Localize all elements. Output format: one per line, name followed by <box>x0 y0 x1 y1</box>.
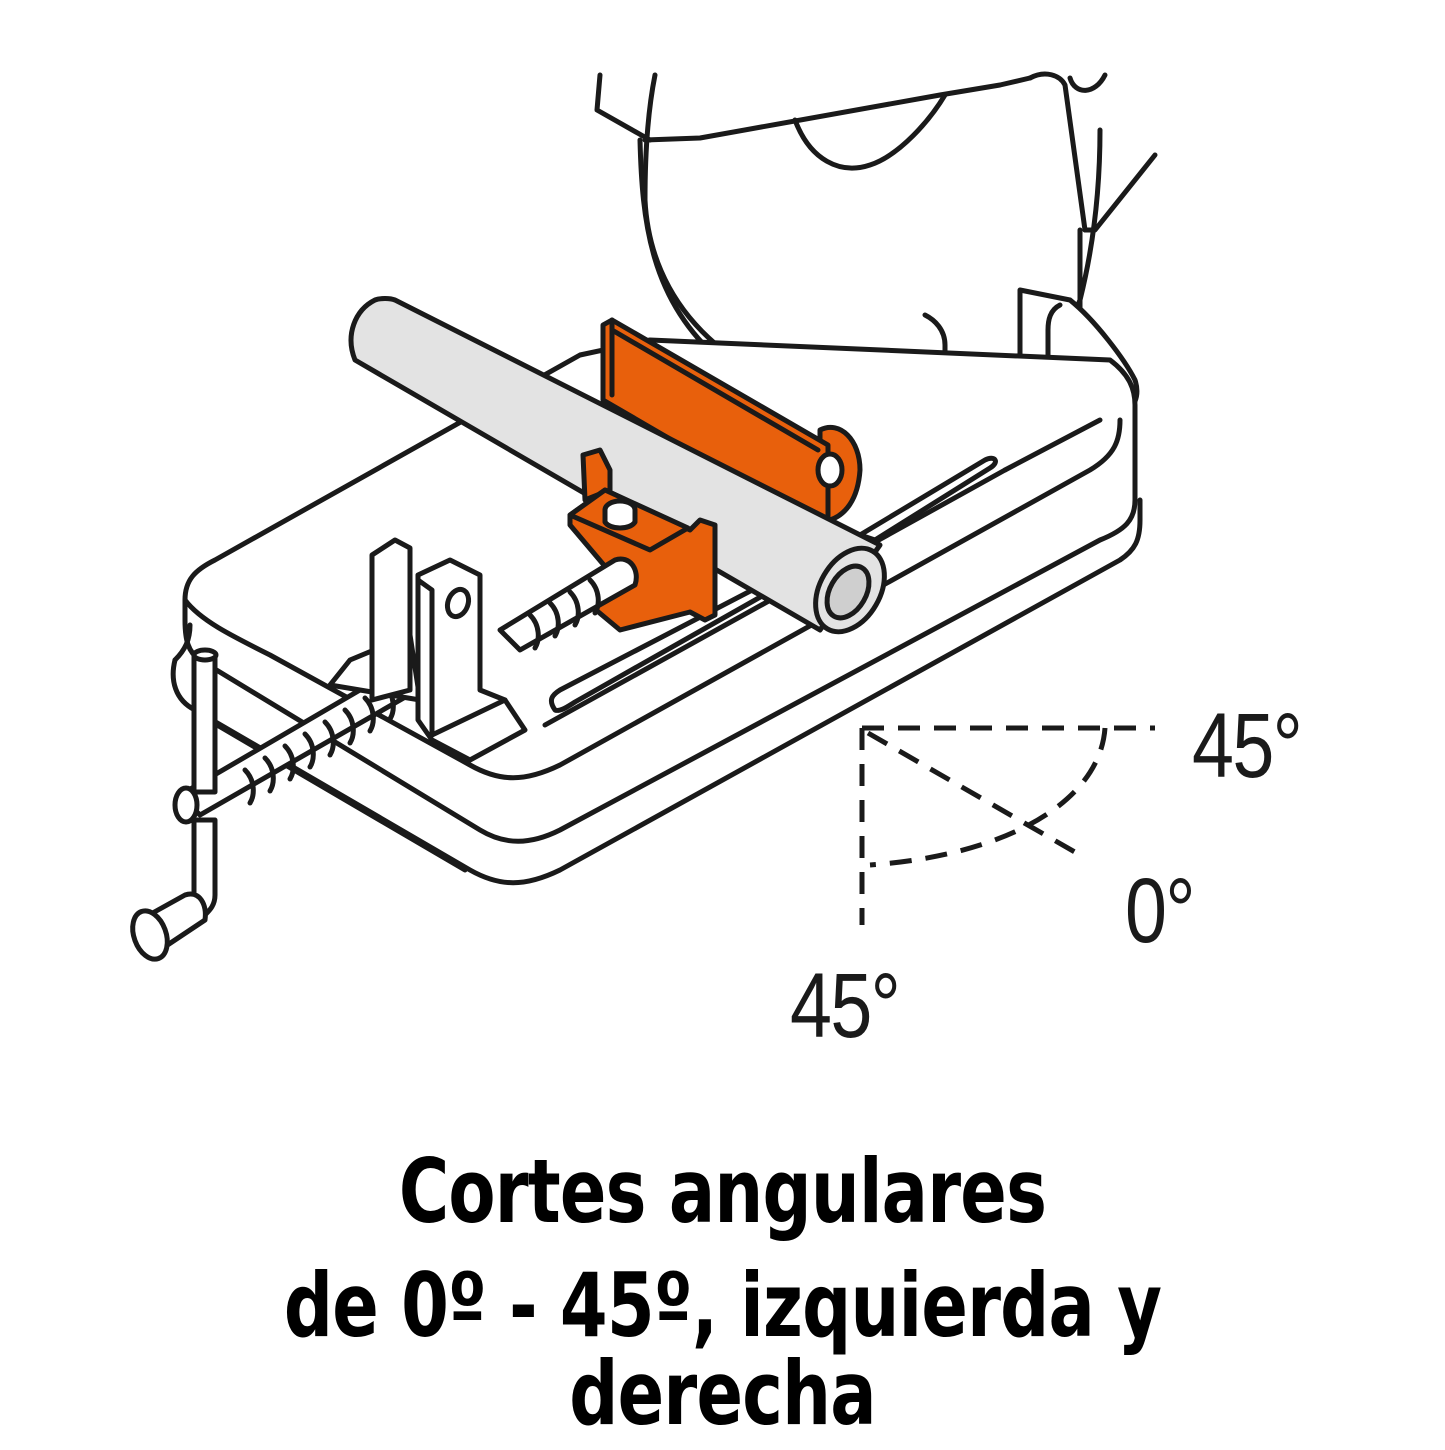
caption-line-2: de 0º - 45º, izquierda y derecha <box>283 1254 1162 1445</box>
front-vise-jaw <box>567 447 718 633</box>
crank-handle <box>130 647 219 962</box>
pipe-workpiece <box>348 296 887 635</box>
angle-diagram <box>859 725 1155 925</box>
angle-label-0: 0° <box>1125 860 1195 962</box>
saw-head <box>594 71 1158 416</box>
angle-label-45-bottom: 45° <box>790 955 901 1057</box>
rear-vise-jaw <box>600 317 863 528</box>
angle-label-45-right: 45° <box>1192 695 1303 797</box>
vise-post <box>327 537 528 763</box>
caption-line-1: Cortes angulares <box>398 1140 1047 1243</box>
